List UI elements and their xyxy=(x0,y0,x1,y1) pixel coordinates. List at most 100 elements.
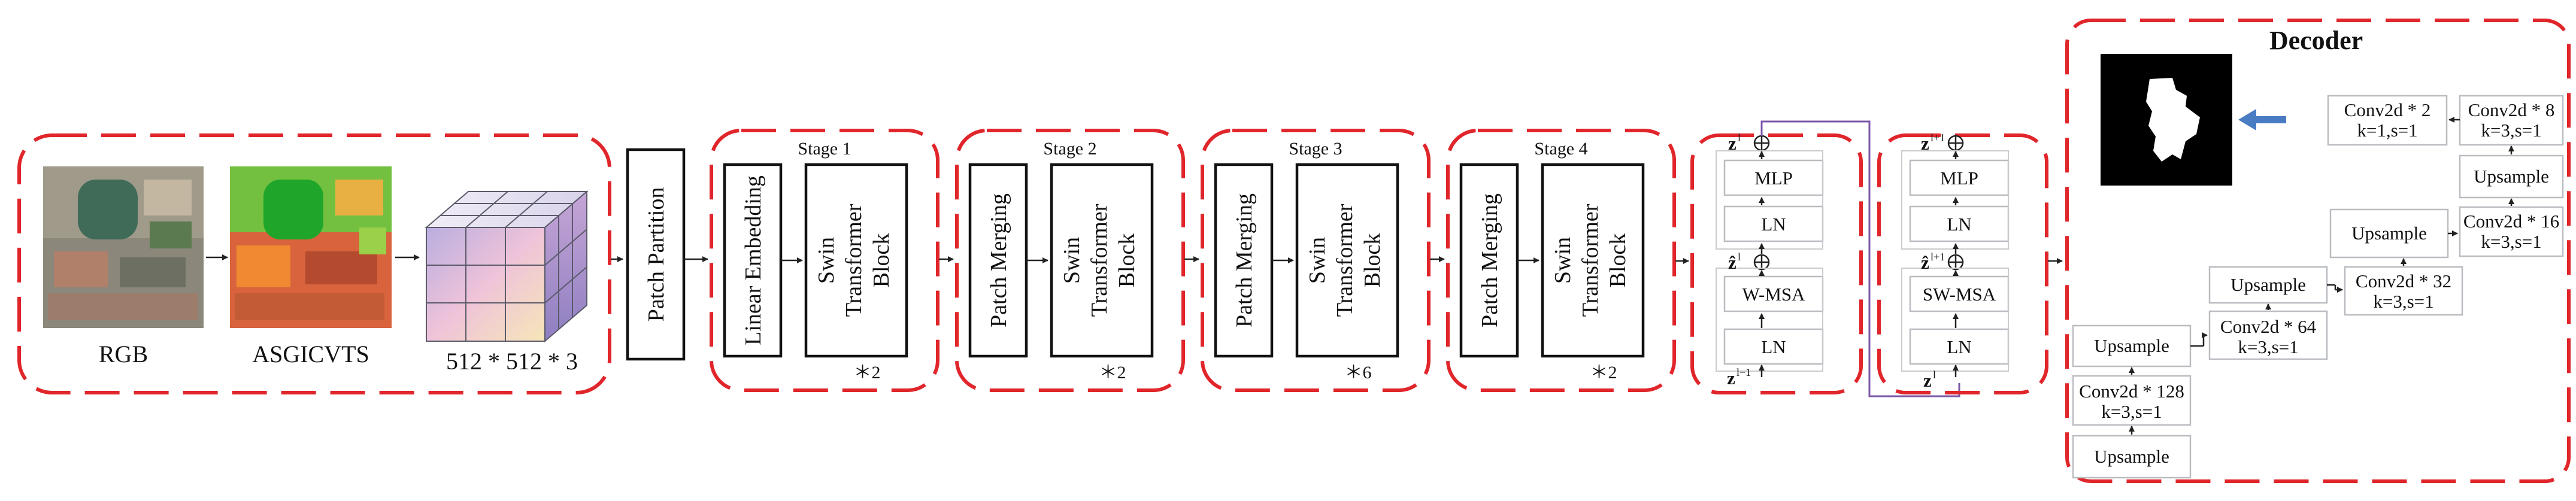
repeat-count: ＊2 xyxy=(1590,363,1617,382)
stage-title: Stage 1 xyxy=(798,139,851,159)
first-block-label: Patch Merging xyxy=(986,193,1011,327)
conv-label-2-l1: Conv2d * 2 xyxy=(2344,99,2431,120)
var-mid: ẑ xyxy=(1921,252,1929,273)
upsample-label-5: Upsample xyxy=(2474,166,2549,187)
add-icon xyxy=(1947,135,1964,151)
repeat-count: ＊2 xyxy=(854,363,881,382)
attn-label: W-MSA xyxy=(1742,284,1805,305)
sup-mid: l xyxy=(1738,251,1741,263)
add-icon xyxy=(1947,254,1964,271)
var-mid: ẑ xyxy=(1728,252,1736,273)
conv-box-128 xyxy=(2072,375,2192,426)
first-block xyxy=(1214,163,1274,358)
conv-box-64 xyxy=(2208,310,2328,360)
patch-partition-label: Patch Partition xyxy=(644,187,669,322)
decoder-title: Decoder xyxy=(2269,26,2363,55)
sup-out: l xyxy=(1738,132,1741,144)
first-block xyxy=(723,163,783,358)
sup-in: l−1 xyxy=(1736,366,1751,378)
swin-label-line1: Swin xyxy=(1305,237,1330,284)
conv-label-128-l1: Conv2d * 128 xyxy=(2079,381,2184,402)
input-section: RGB ASGICVTS xyxy=(17,133,611,394)
ln-top-label: LN xyxy=(1947,214,1971,235)
swin-transformer-block xyxy=(804,163,908,358)
sup-mid: l+1 xyxy=(1931,251,1945,263)
swin-transformer-block xyxy=(1295,163,1399,358)
stage-1: Stage 1 Linear Embedding Swin Transforme… xyxy=(710,129,940,392)
swin-label-line2: Transformer xyxy=(1087,204,1112,317)
upsample-label-1: Upsample xyxy=(2094,446,2169,467)
conv-label-8-l1: Conv2d * 8 xyxy=(2468,99,2555,120)
conv-label-64-l2: k=3,s=1 xyxy=(2238,336,2298,357)
conv-label-2-l2: k=1,s=1 xyxy=(2357,120,2417,141)
swin-label-line3: Block xyxy=(1360,233,1385,288)
first-block-label: Linear Embedding xyxy=(741,175,766,345)
swin-block-detail-1: MLP LN W-MSA LN z l ẑ l z l xyxy=(1690,132,1863,394)
first-block-label: Patch Merging xyxy=(1477,193,1502,327)
upsample-label-4: Upsample xyxy=(2351,223,2427,244)
stage-title: Stage 3 xyxy=(1289,139,1342,159)
add-icon xyxy=(1753,135,1770,151)
conv-label-16-l2: k=3,s=1 xyxy=(2481,231,2541,252)
rgb-image xyxy=(43,166,204,328)
ln-top-label: LN xyxy=(1761,214,1786,235)
conv-label-128-l2: k=3,s=1 xyxy=(2101,401,2162,422)
first-block xyxy=(1459,163,1519,358)
conv-label-8-l2: k=3,s=1 xyxy=(2481,120,2541,141)
conv-box-32 xyxy=(2344,266,2463,316)
mlp-label: MLP xyxy=(1754,168,1793,189)
swin-label-line3: Block xyxy=(869,233,894,288)
output-arrow-icon xyxy=(2238,109,2286,130)
input-dashed-frame xyxy=(17,133,611,394)
rgb-label: RGB xyxy=(99,341,148,368)
repeat-count: ＊2 xyxy=(1099,363,1126,382)
swin-block-detail-2: MLP LN SW-MSA LN z l+1 ẑ l+1 z l xyxy=(1877,132,2048,394)
swin-label-line1: Swin xyxy=(814,237,839,284)
stage-4: Stage 4 Patch Merging Swin Transformer B… xyxy=(1446,129,1676,392)
output-mask-image xyxy=(2101,54,2232,186)
stage-2: Stage 2 Patch Merging Swin Transformer B… xyxy=(955,129,1185,392)
swin-label-line2: Transformer xyxy=(1332,204,1357,317)
var-in: z xyxy=(1923,370,1932,391)
ln-bottom-box xyxy=(1723,328,1824,365)
attn-box xyxy=(1723,275,1824,312)
conv-box-8 xyxy=(2459,95,2564,146)
swin-label-line2: Transformer xyxy=(1578,204,1603,317)
swin-label-line2: Transformer xyxy=(841,204,866,317)
swin-label-line3: Block xyxy=(1114,233,1139,288)
upsample-box-2 xyxy=(2072,324,2192,368)
upsample-label-2: Upsample xyxy=(2094,335,2169,356)
upsample-box-3 xyxy=(2208,266,2328,304)
cube-label: 512 * 512 * 3 xyxy=(446,348,578,375)
repeat-count: ＊6 xyxy=(1345,363,1372,382)
swin-transformer-block xyxy=(1050,163,1154,358)
first-block-label: Patch Merging xyxy=(1232,193,1257,327)
attn-label: SW-MSA xyxy=(1923,284,1996,305)
var-out: z xyxy=(1728,133,1736,154)
upsample-box-4 xyxy=(2329,208,2449,259)
first-block xyxy=(968,163,1028,358)
swin-transformer-block xyxy=(1541,163,1645,358)
sup-out: l+1 xyxy=(1931,132,1945,144)
decoder-section: Decoder Upsample Conv2d * 128 k=3,s=1 Up… xyxy=(2065,19,2571,483)
stage-3: Stage 3 Patch Merging Swin Transformer B… xyxy=(1201,129,1431,392)
conv-label-32-l2: k=3,s=1 xyxy=(2373,291,2433,312)
var-out: z xyxy=(1921,133,1929,154)
stage-title: Stage 4 xyxy=(1534,139,1587,159)
patch-partition-block xyxy=(626,148,686,361)
feature-label: ASGICVTS xyxy=(252,341,369,368)
swin-label-line1: Swin xyxy=(1550,237,1575,284)
conv-label-64-l1: Conv2d * 64 xyxy=(2220,316,2317,337)
ln-bottom-label: LN xyxy=(1947,336,1971,357)
conv-box-2 xyxy=(2327,95,2448,146)
sup-in: l xyxy=(1933,369,1936,381)
conv-label-16-l1: Conv2d * 16 xyxy=(2463,211,2559,232)
conv-label-32-l1: Conv2d * 32 xyxy=(2356,271,2451,292)
upsample-box-1 xyxy=(2072,435,2192,479)
upsample-box-5 xyxy=(2459,154,2564,199)
feature-image xyxy=(230,166,392,328)
swin-label-line1: Swin xyxy=(1059,237,1084,284)
add-icon xyxy=(1753,254,1770,271)
conv-box-16 xyxy=(2459,206,2564,257)
